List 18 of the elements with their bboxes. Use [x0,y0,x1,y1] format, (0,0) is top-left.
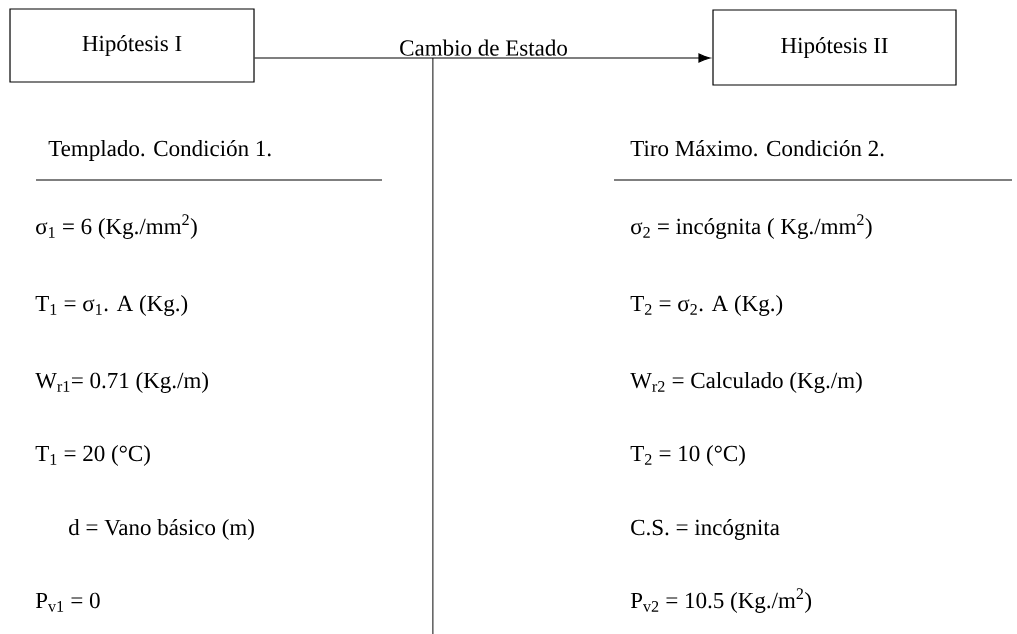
equation-text: T$_{2}$ = σ$_{2}$. A (Kg.) [630,295,783,316]
arrow [254,53,711,63]
equation-text: C.S. = incógnita [631,519,780,540]
condition-heading: Templado. Condición 1. [48,140,271,161]
hypothesis-box: Hipótesis I [9,8,255,83]
equation-text: T$_{1}$ = 20 (°C) [35,445,150,466]
equation-text: W$_{r2}$ = Calculado (Kg./m) [630,372,862,393]
equation-text: d = Vano básico (m) [69,519,254,540]
condition-heading: Tiro Máximo. Condición 2. [630,140,884,157]
equation-text: P$_{v1}$ = 0 [35,592,100,612]
equation-text: σ$_{2}$ = incógnita ( Kg./mm$^{2}$) [631,214,872,239]
edge-label: Cambio de Estado [400,39,567,56]
equation-text: P$_{v2}$ = 10.5 (Kg./m$^{2}$) [630,588,812,613]
equation-text: σ$_{1}$ = 6 (Kg./mm$^{2}$) [36,214,197,239]
hypothesis-box: Hipótesis II [712,9,957,86]
equation-text: T$_{2}$ = 10 (°C) [630,445,745,466]
equation-text: W$_{r1}$= 0.71 (Kg./m) [35,372,208,393]
equation-text: T$_{1}$ = σ$_{1}$. A (Kg.) [35,295,188,316]
